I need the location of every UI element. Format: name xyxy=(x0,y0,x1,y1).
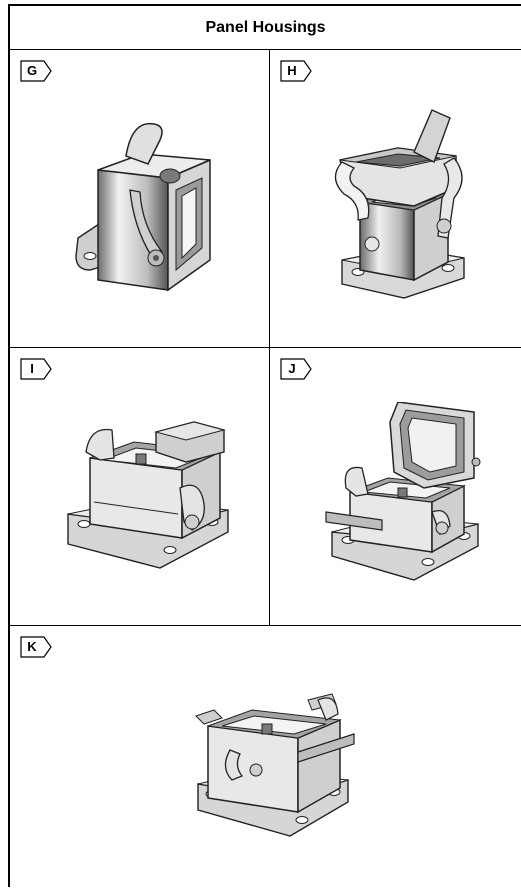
column-divider-top xyxy=(269,50,270,348)
panel-h-tag: H xyxy=(280,60,314,82)
housing-g-illustration xyxy=(75,122,211,292)
tag-arrow-icon xyxy=(20,636,52,658)
panel-i-tag: I xyxy=(20,358,54,380)
panel-g-tag: G xyxy=(20,60,54,82)
panel-g: G xyxy=(10,50,269,348)
column-divider-middle xyxy=(269,348,270,626)
tag-arrow-icon xyxy=(20,60,52,82)
tag-arrow-icon xyxy=(280,60,312,82)
panel-j: J xyxy=(270,348,521,626)
panel-j-tag: J xyxy=(280,358,314,380)
tag-arrow-icon xyxy=(20,358,52,380)
tag-arrow-icon xyxy=(280,358,312,380)
housing-h-illustration xyxy=(334,109,465,299)
panel-i: I xyxy=(10,348,269,626)
section-title: Panel Housings xyxy=(205,18,326,36)
panel-k-tag: K xyxy=(20,636,54,658)
housing-j-illustration xyxy=(325,402,481,581)
housing-k-illustration xyxy=(195,693,355,837)
panel-k: K xyxy=(10,626,521,889)
section-header: Panel Housings xyxy=(10,6,521,50)
catalog-sheet: Panel Housings G xyxy=(8,4,521,887)
panel-h: H xyxy=(270,50,521,348)
housing-i-illustration xyxy=(67,421,229,569)
